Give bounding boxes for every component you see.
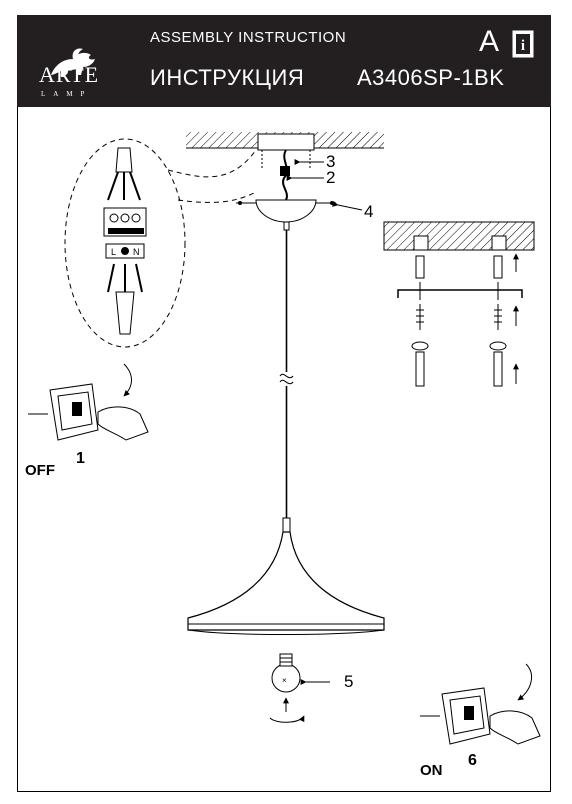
callout-4: 4: [364, 202, 374, 221]
wire-bundle: [282, 149, 288, 201]
terminal-block: [280, 166, 290, 176]
svg-text:×: ×: [282, 676, 287, 685]
callout-6: 6: [468, 752, 477, 769]
instruction-header: ARTE LAMP ASSEMBLY INSTRUCTION ИНСТРУКЦИ…: [17, 15, 551, 107]
screwdriver-left: [415, 351, 425, 387]
logo-wordmark: ARTE: [39, 62, 100, 87]
lamp-shade: [187, 531, 385, 631]
mounting-plate: [257, 133, 315, 151]
callout-3: 3: [326, 152, 336, 171]
title-russian: ИНСТРУКЦИЯ: [150, 65, 305, 90]
terminal-l-label: L: [111, 247, 116, 257]
mounting-bracket: [397, 289, 523, 298]
callout-1: 1: [76, 450, 85, 467]
info-book-icon: i: [512, 30, 534, 58]
terminal-n-label: N: [133, 247, 140, 257]
light-bulb-illustration: ×: [269, 653, 330, 723]
switch-off-illustration: [28, 363, 149, 441]
callout-5: 5: [344, 672, 354, 691]
screwdriver-right: [493, 351, 503, 387]
mounting-ceiling-detail: [383, 221, 535, 251]
switch-on-illustration: [420, 663, 541, 745]
logo-subtitle: LAMP: [41, 90, 93, 98]
griffin-logo-icon: [51, 48, 95, 77]
model-number: A3406SP-1BK: [357, 65, 505, 90]
ceiling-cup: [255, 199, 317, 223]
switch-on-label: ON: [420, 762, 443, 779]
switch-off-label: OFF: [25, 462, 55, 479]
callout-2: 2: [326, 168, 336, 187]
wiring-detail-circle: [64, 138, 186, 348]
brand-letter: A: [479, 25, 500, 58]
wall-plug-left: [415, 255, 425, 300]
info-glyph: i: [521, 38, 525, 54]
wall-plug-right: [493, 255, 503, 300]
title-english: ASSEMBLY INSTRUCTION: [150, 29, 347, 46]
